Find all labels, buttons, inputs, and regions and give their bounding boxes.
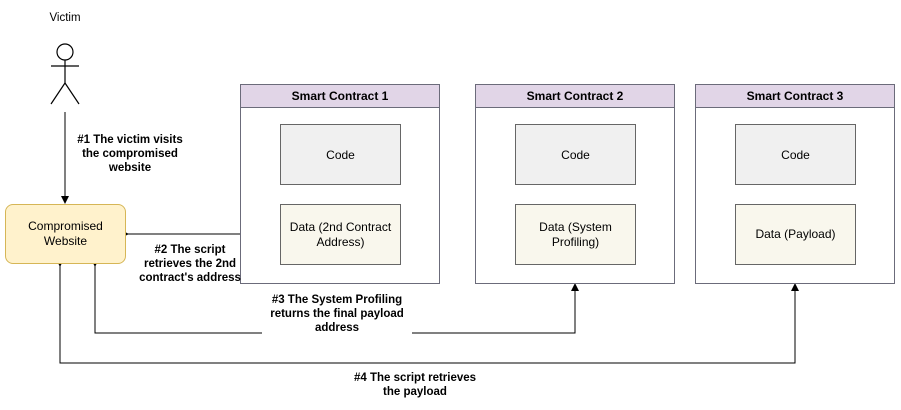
compromised-website-label: Compromised Website	[28, 219, 103, 248]
smart-contract-2-data-label: Data (System Profiling)	[539, 219, 612, 249]
smart-contract-3-code[interactable]: Code	[735, 124, 856, 185]
smart-contract-3-code-label: Code	[781, 147, 810, 162]
smart-contract-2-code-label: Code	[561, 147, 590, 162]
smart-contract-1-code-label: Code	[326, 147, 355, 162]
victim-label: Victim	[49, 12, 81, 24]
smart-contract-3[interactable]: Smart Contract 3 Code Data (Payload)	[695, 84, 895, 284]
smart-contract-1-title: Smart Contract 1	[241, 85, 439, 108]
compromised-website-node[interactable]: Compromised Website	[5, 204, 126, 264]
smart-contract-2-data[interactable]: Data (System Profiling)	[515, 204, 636, 265]
smart-contract-2[interactable]: Smart Contract 2 Code Data (System Profi…	[475, 84, 675, 284]
step-2-label: #2 The script retrieves the 2nd contract…	[139, 244, 241, 284]
arrow-website-contract3	[56, 259, 799, 364]
victim-actor-icon	[50, 43, 80, 105]
step-3-label: #3 The System Profiling returns the fina…	[262, 293, 412, 335]
step-1-label: #1 The victim visits the compromised web…	[77, 134, 183, 174]
smart-contract-1[interactable]: Smart Contract 1 Code Data (2nd Contract…	[240, 84, 440, 284]
smart-contract-3-data[interactable]: Data (Payload)	[735, 204, 856, 265]
smart-contract-3-data-label: Data (Payload)	[755, 227, 836, 241]
smart-contract-1-data[interactable]: Data (2nd Contract Address)	[280, 204, 401, 265]
smart-contract-3-title: Smart Contract 3	[696, 85, 894, 108]
smart-contract-2-title: Smart Contract 2	[476, 85, 674, 108]
step-4-label: #4 The script retrieves the payload	[353, 372, 477, 398]
smart-contract-2-code[interactable]: Code	[515, 124, 636, 185]
smart-contract-1-code[interactable]: Code	[280, 124, 401, 185]
smart-contract-1-data-label: Data (2nd Contract Address)	[289, 219, 392, 249]
